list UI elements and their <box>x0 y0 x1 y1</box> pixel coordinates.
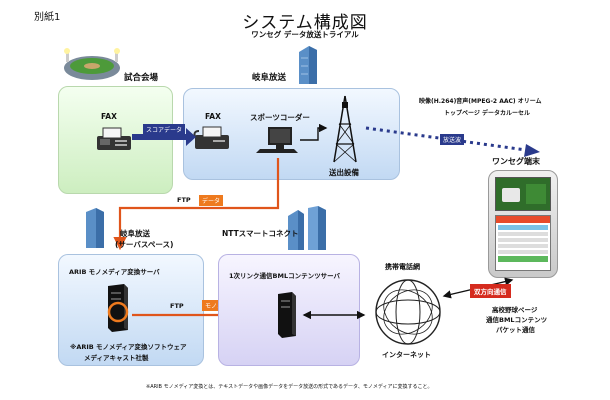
mobile-network-label: 携帯電話網 <box>385 263 420 271</box>
server-space-label-line2: (サーバスペース) <box>115 240 174 249</box>
phone-data-screen <box>495 215 551 271</box>
attachment-label: 別紙1 <box>34 12 61 23</box>
ntt-server-label: 1次リンク通信BMLコンテンツサーバ <box>229 272 341 280</box>
transmission-tower-icon <box>333 95 357 163</box>
sports-coder-pc-icon <box>256 127 298 153</box>
ftp-top-label: FTP <box>177 196 191 204</box>
footnote: ※ARIB モノメディア変換とは、テキストデータや画像データをデータ放送の形式で… <box>146 384 433 390</box>
ntt-server-box <box>218 254 360 366</box>
arib-server-label: ARIB モノメディア変換サーバ <box>69 268 160 276</box>
oneseg-phone <box>488 170 558 278</box>
transmitter-label: 送出設備 <box>329 168 359 177</box>
arib-note-line1: ※ARIB モノメディア変換ソフトウェア <box>70 343 187 351</box>
two-way-comm-tag: 双方向通信 <box>470 284 511 298</box>
gifu-broadcasting-label: 岐阜放送 <box>252 73 287 83</box>
gifu-building-icon <box>299 46 317 84</box>
server-space-label-line1: 岐阜放送 <box>120 229 150 238</box>
broadcast-desc-line1: 映像(H.264)音声(MPEG-2 AAC) オリーム <box>419 98 542 105</box>
sports-coder-label: スポーツコーダー <box>250 113 310 122</box>
gifu-fax-label: FAX <box>205 112 221 121</box>
fax-machine-icon <box>97 127 131 150</box>
comm-desc-line2: 通信BMLコンテンツ <box>486 316 548 324</box>
arib-note-line2: メディアキャスト社製 <box>84 354 149 362</box>
broadcast-wave-tag: 放送波 <box>440 134 465 145</box>
comm-desc-line1: 高校野球ページ <box>492 306 538 314</box>
server-space-building-icon <box>86 208 104 248</box>
data-tag: データ <box>199 195 224 206</box>
score-data-tag: スコアデータ <box>143 124 186 135</box>
internet-globe-icon <box>375 279 441 345</box>
oneseg-terminal-label: ワンセグ端末 <box>492 157 540 166</box>
page-title: システム構成図 <box>242 13 368 33</box>
venue-fax-label: FAX <box>101 112 117 121</box>
stadium-icon <box>64 48 120 80</box>
internet-label: インターネット <box>382 351 431 359</box>
phone-video-screen <box>495 177 551 211</box>
ntt-label: NTTスマートコネクト <box>222 229 299 238</box>
receiving-fax-icon <box>193 126 229 149</box>
bml-content-server-icon <box>278 292 296 338</box>
comm-desc-line3: パケット通信 <box>496 326 535 334</box>
ntt-buildings-icon <box>288 206 326 250</box>
arib-server-icon <box>107 284 129 332</box>
venue-label: 試合会場 <box>124 73 159 83</box>
page-subtitle: ワンセグ データ放送トライアル <box>251 30 359 39</box>
broadcast-desc-line2: トップページ データカルーセル <box>444 110 530 117</box>
ftp-bottom-label: FTP <box>170 302 184 310</box>
